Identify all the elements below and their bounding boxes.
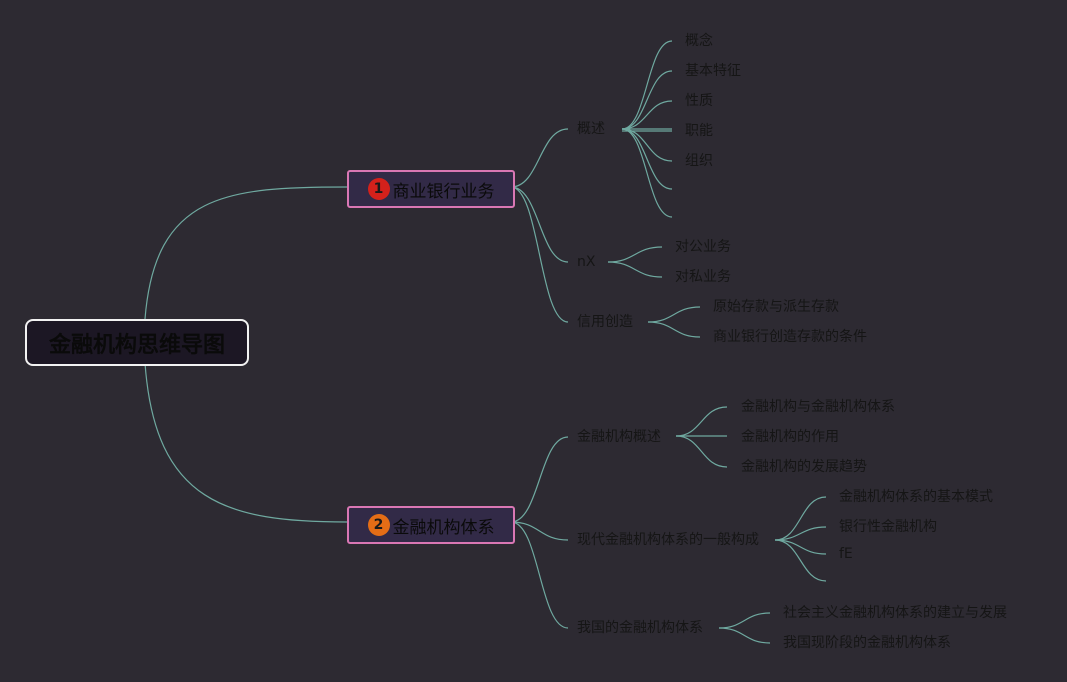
number-1-badge-icon: 1 <box>367 178 390 200</box>
subtopic-corporate-business[interactable]: 对公业务 <box>675 239 731 255</box>
branch-label: 金融机构体系 <box>392 517 495 538</box>
edge-china-leaf-0 <box>718 612 771 629</box>
topic-modern-system-composition[interactable]: 现代金融机构体系的一般构成 <box>577 532 759 548</box>
subtopic-basic-models[interactable]: 金融机构体系的基本模式 <box>839 489 993 505</box>
number-2-badge-icon: 2 <box>367 514 390 536</box>
edge-branch2-overview <box>510 436 569 523</box>
edge-inst-leaf-0 <box>675 406 728 437</box>
edge-branch2-modern <box>510 521 569 541</box>
edge-overview-leaf-2 <box>621 100 673 130</box>
edge-overview-leaf-0 <box>621 40 673 130</box>
branch-node-commercial-bank[interactable]: 1 商业银行业务 <box>347 170 515 208</box>
subtopic-current-system[interactable]: 我国现阶段的金融机构体系 <box>783 635 951 651</box>
root-label: 金融机构思维导图 <box>48 332 225 358</box>
edge-overview-leaf-6 <box>621 128 673 218</box>
edge-overview-leaf-4 <box>621 128 673 162</box>
edge-root-to-branch-1 <box>144 186 348 320</box>
edge-modern-leaf-3 <box>774 539 827 582</box>
subtopic-deposit-creation-conditions[interactable]: 商业银行创造存款的条件 <box>713 329 867 345</box>
edge-modern-leaf-0 <box>774 496 827 541</box>
subtopic-institutions-trends[interactable]: 金融机构的发展趋势 <box>741 459 867 475</box>
edge-modern-leaf-1 <box>774 526 827 541</box>
edge-branch2-china <box>510 521 569 629</box>
edge-branch1-nx <box>510 186 569 263</box>
subtopic-functions[interactable]: 职能 <box>685 123 713 139</box>
edge-credit-leaf-0 <box>647 306 701 323</box>
subtopic-concept[interactable]: 概念 <box>685 33 713 49</box>
edge-modern-leaf-2 <box>774 539 827 555</box>
edge-nx-leaf-1 <box>607 261 663 278</box>
edge-inst-leaf-2 <box>675 435 728 468</box>
subtopic-institutions-and-system[interactable]: 金融机构与金融机构体系 <box>741 399 895 415</box>
subtopic-fe[interactable]: fE <box>839 546 853 562</box>
edge-branch1-credit <box>510 186 569 323</box>
subtopic-socialist-system-development[interactable]: 社会主义金融机构体系的建立与发展 <box>783 605 1007 621</box>
edge-china-leaf-1 <box>718 627 771 644</box>
branch-node-financial-system[interactable]: 2 金融机构体系 <box>347 506 515 544</box>
edge-branch1-overview <box>510 128 569 188</box>
subtopic-personal-business[interactable]: 对私业务 <box>675 269 731 285</box>
root-node[interactable]: 金融机构思维导图 <box>25 319 249 366</box>
subtopic-institutions-role[interactable]: 金融机构的作用 <box>741 429 839 445</box>
edge-credit-leaf-1 <box>647 321 701 338</box>
topic-china-system[interactable]: 我国的金融机构体系 <box>577 620 703 636</box>
topic-overview[interactable]: 概述 <box>577 121 605 137</box>
subtopic-nature[interactable]: 性质 <box>685 93 713 109</box>
edge-overview-leaf-1 <box>621 70 673 130</box>
subtopic-organization[interactable]: 组织 <box>685 153 713 169</box>
subtopic-basic-features[interactable]: 基本特征 <box>685 63 741 79</box>
subtopic-banking-institutions[interactable]: 银行性金融机构 <box>839 519 937 535</box>
subtopic-original-derived-deposits[interactable]: 原始存款与派生存款 <box>713 299 839 315</box>
edge-nx-leaf-0 <box>607 246 663 263</box>
branch-label: 商业银行业务 <box>392 181 495 202</box>
topic-nx[interactable]: nX <box>577 254 596 270</box>
topic-institutions-overview[interactable]: 金融机构概述 <box>577 429 661 445</box>
edge-overview-leaf-5 <box>621 128 673 190</box>
edge-root-to-branch-2 <box>144 362 348 523</box>
topic-credit-creation[interactable]: 信用创造 <box>577 314 633 330</box>
